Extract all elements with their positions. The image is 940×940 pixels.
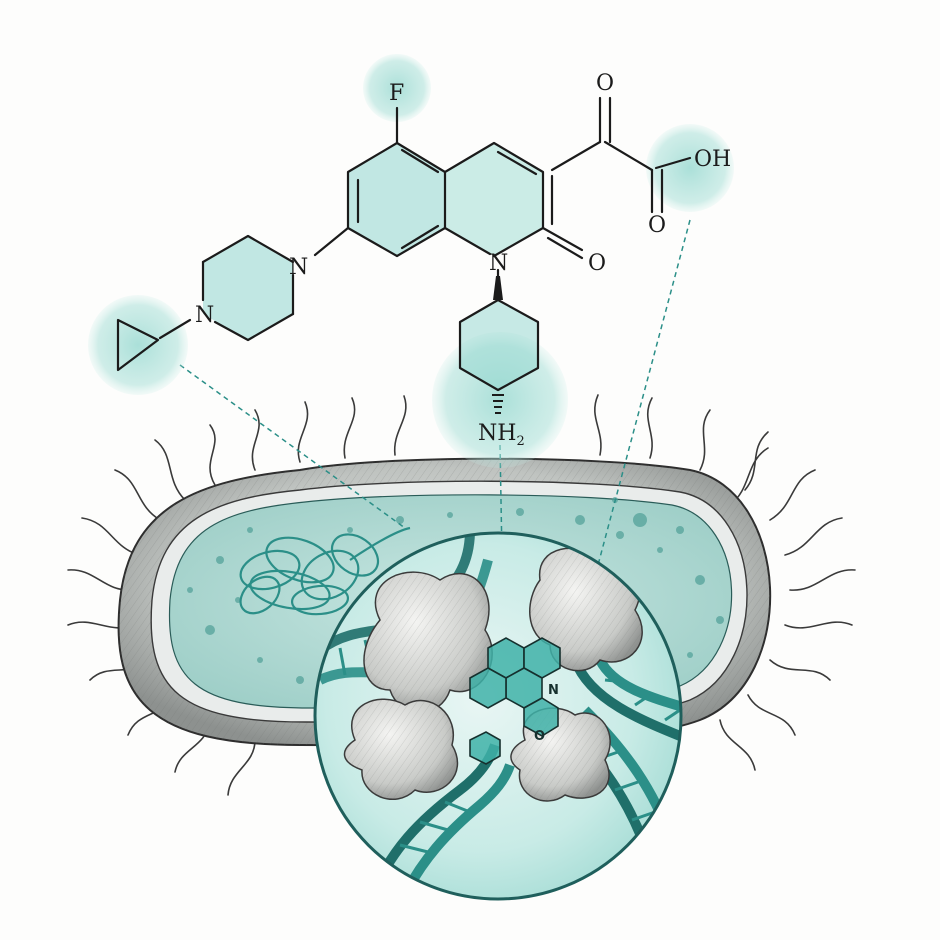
stereo-hash-bond bbox=[492, 394, 504, 414]
complex-nitrogen-label: N bbox=[548, 683, 559, 698]
carboxyl-oxygen-label: O bbox=[648, 213, 666, 238]
magnified-dna-gyrase-complex: N O bbox=[313, 531, 683, 901]
ketone-oxygen-label: O bbox=[596, 71, 614, 96]
molecule-structure: F O OH O O N N N NH2 bbox=[88, 54, 734, 468]
protein-blob bbox=[363, 571, 493, 714]
fluorine-label: F bbox=[389, 81, 404, 106]
complex-oxygen-label: O bbox=[534, 729, 545, 744]
stereo-wedge-bond bbox=[493, 276, 503, 300]
protein-blob bbox=[343, 698, 459, 800]
bound-drug-molecule bbox=[469, 637, 561, 765]
hydroxyl-label: OH bbox=[694, 147, 731, 172]
highlight-washes bbox=[88, 54, 734, 468]
piperazine-n1-label: N bbox=[289, 255, 308, 280]
piperazine-n4-label: N bbox=[195, 303, 214, 328]
quinolone-nitrogen-label: N bbox=[489, 251, 508, 276]
nucleoid-dna-coil bbox=[239, 526, 411, 616]
ring-oxygen-label: O bbox=[588, 251, 606, 276]
flagella bbox=[67, 394, 856, 796]
amine-label: NH2 bbox=[478, 421, 525, 449]
